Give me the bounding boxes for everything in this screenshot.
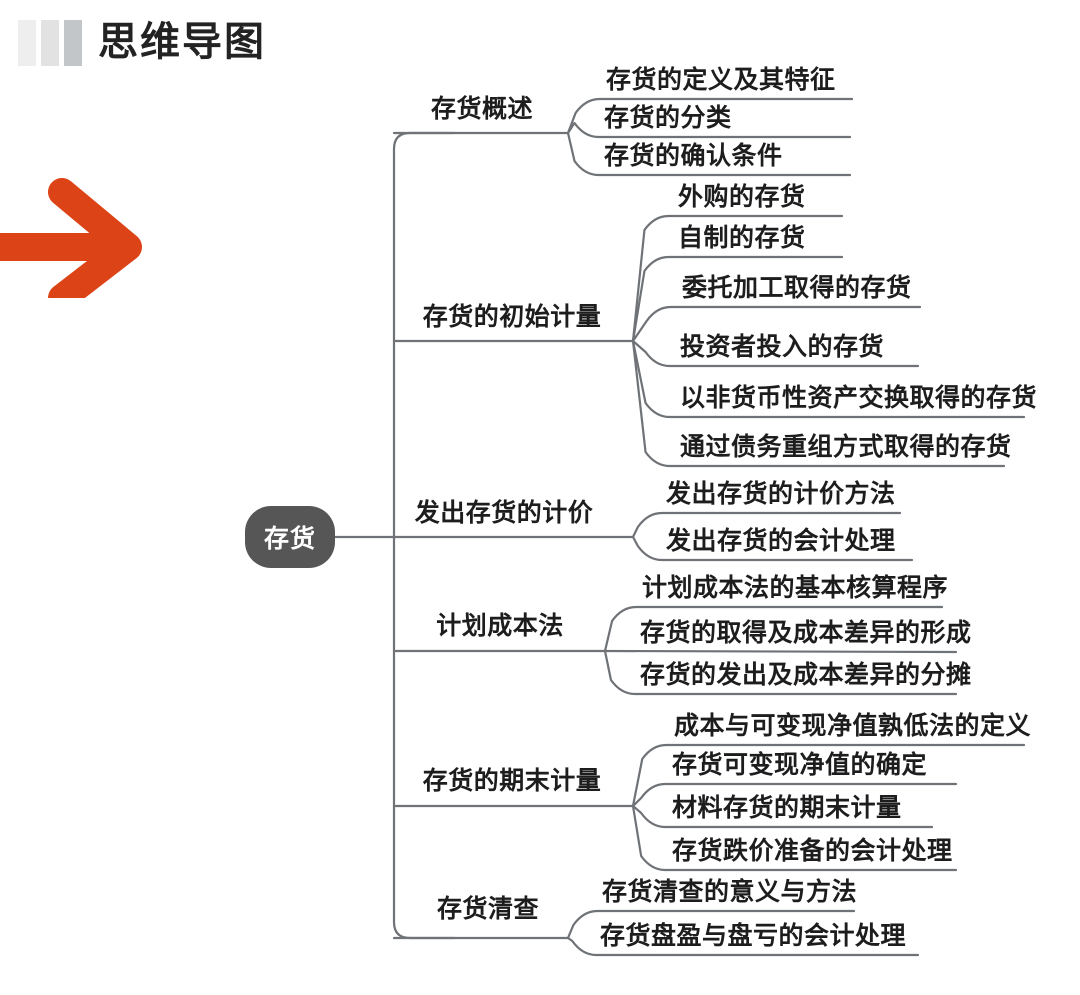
page-header: 思维导图	[0, 0, 1080, 80]
page-title: 思维导图	[98, 20, 266, 64]
child-connector-5-2	[631, 782, 958, 808]
child-connector-5-4	[631, 804, 958, 872]
child-label-1-3[interactable]: 存货的确认条件	[604, 143, 783, 170]
child-label-3-2[interactable]: 发出存货的会计处理	[666, 528, 896, 555]
child-connector-1-2	[566, 121, 852, 139]
right-arrow-icon	[0, 178, 142, 298]
child-connector-6-1	[566, 909, 856, 940]
child-label-3-1[interactable]: 发出存货的计价方法	[666, 481, 896, 508]
child-connector-1-3	[566, 131, 852, 177]
child-connector-2-4	[631, 339, 920, 368]
child-label-5-2[interactable]: 存货可变现净值的确定	[672, 752, 928, 779]
branch-label-2[interactable]: 存货的初始计量	[422, 304, 602, 331]
branch-label-4[interactable]: 计划成本法	[436, 613, 564, 640]
child-label-2-5[interactable]: 以非货币性资产交换取得的存货	[680, 385, 1038, 412]
child-connector-2-5	[631, 339, 1026, 419]
header-bar-2-icon	[41, 20, 59, 66]
child-label-2-1[interactable]: 外购的存货	[678, 184, 806, 211]
root-node[interactable]: 存货	[245, 506, 335, 568]
trunk-spine	[392, 131, 456, 940]
child-label-4-2[interactable]: 存货的取得及成本差异的形成	[640, 620, 972, 647]
child-label-2-4[interactable]: 投资者投入的存货	[680, 334, 885, 361]
child-connector-3-2	[631, 535, 914, 562]
header-bar-3-icon	[64, 20, 82, 66]
child-label-2-2[interactable]: 自制的存货	[678, 225, 806, 252]
child-connector-6-2	[566, 936, 920, 957]
branch-label-3[interactable]: 发出存货的计价	[414, 500, 594, 527]
child-label-1-2[interactable]: 存货的分类	[604, 105, 732, 132]
child-connector-1-1	[566, 97, 854, 135]
branch-label-5[interactable]: 存货的期末计量	[422, 768, 602, 795]
child-label-2-6[interactable]: 通过债务重组方式取得的存货	[680, 434, 1012, 461]
branch-label-1[interactable]: 存货概述	[430, 96, 534, 123]
child-label-4-1[interactable]: 计划成本法的基本核算程序	[642, 575, 949, 602]
child-connector-2-1	[631, 214, 844, 343]
branch-label-6[interactable]: 存货清查	[436, 896, 540, 923]
child-connector-3-1	[631, 511, 902, 539]
child-connector-2-6	[631, 339, 1006, 468]
child-connector-2-2	[631, 255, 844, 343]
child-connector-5-1	[631, 743, 1026, 808]
child-connector-2-3	[631, 305, 922, 343]
header-bar-1-icon	[18, 20, 36, 66]
child-label-2-3[interactable]: 委托加工取得的存货	[682, 275, 912, 302]
child-connector-5-3	[631, 804, 934, 829]
child-label-1-1[interactable]: 存货的定义及其特征	[606, 67, 836, 94]
child-connector-4-1	[603, 605, 944, 653]
root-node-label: 存货	[263, 526, 316, 553]
child-label-5-1[interactable]: 成本与可变现净值孰低法的定义	[674, 713, 1032, 740]
child-label-6-2[interactable]: 存货盘盈与盘亏的会计处理	[600, 923, 907, 950]
child-label-5-4[interactable]: 存货跌价准备的会计处理	[672, 838, 953, 865]
child-connector-4-3	[603, 649, 958, 696]
child-label-6-1[interactable]: 存货清查的意义与方法	[602, 879, 858, 906]
child-label-4-3[interactable]: 存货的发出及成本差异的分摊	[640, 662, 972, 689]
child-connector-4-2	[603, 649, 958, 654]
child-label-5-3[interactable]: 材料存货的期末计量	[672, 795, 902, 822]
